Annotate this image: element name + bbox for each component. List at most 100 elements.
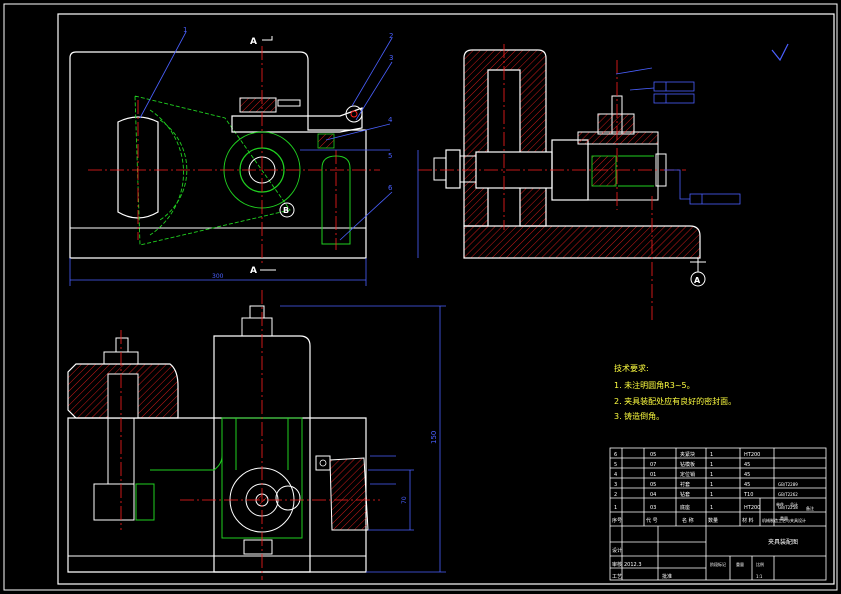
- part-3-code: 05: [650, 482, 656, 488]
- title-drawing-name: 夹具装配图: [768, 538, 798, 546]
- part-3-material: 45: [744, 482, 750, 488]
- plan-pin-block: [317, 133, 335, 149]
- tech-requirements: 技术要求: 1. 未注明圆角R3~5。 2. 夹具装配处应有良好的密封面。 3.…: [614, 363, 736, 421]
- part-5-code: 07: [650, 462, 656, 468]
- header-qty: 数量: [708, 517, 718, 524]
- plan-clamp-knurl: [239, 97, 277, 113]
- part-2-note: GB/T2262: [778, 492, 798, 497]
- part-6-material: HT200: [744, 452, 760, 458]
- part-1-code: 03: [650, 505, 656, 511]
- front-main-body: [67, 417, 367, 573]
- front-dim-bore-value: 70: [401, 496, 408, 504]
- leader-4: [325, 123, 391, 141]
- header-no: 序号: [612, 517, 622, 524]
- side-nut-left: [445, 149, 461, 189]
- part-1-qty: 1: [710, 505, 713, 511]
- balloon-1: 1: [183, 26, 187, 34]
- plan-pivot-inner: [350, 110, 358, 118]
- part-1-name: 底座: [680, 504, 690, 511]
- title-company: 机械制造工艺与夹具设计: [762, 517, 806, 523]
- side-hidden-bore: [591, 155, 617, 187]
- sheet-outer-border: [3, 3, 838, 591]
- detail-callout-label: B: [283, 206, 289, 215]
- part-5-no: 5: [614, 462, 617, 468]
- datum-label: A: [694, 276, 701, 285]
- part-2-no: 2: [614, 492, 617, 498]
- part-6-qty: 1: [710, 452, 713, 458]
- balloon-3: 3: [389, 54, 393, 62]
- front-left-post: [107, 373, 139, 419]
- part-5-material: 45: [744, 462, 750, 468]
- balloon-5: 5: [388, 152, 392, 160]
- row-check: 审核: [612, 561, 622, 568]
- front-left-foot: [93, 483, 135, 521]
- front-section-view: 150 70: [67, 290, 446, 580]
- header-name: 名 称: [682, 517, 694, 524]
- part-6-no: 6: [614, 452, 617, 458]
- part-4-code: 01: [650, 472, 656, 478]
- part-5-name: 钻模板: [680, 461, 695, 468]
- tol-leader-1: [629, 87, 655, 91]
- part-4-name: 定位销: [680, 471, 695, 478]
- part-1-no: 1: [614, 505, 617, 511]
- balloon-4: 4: [388, 116, 393, 124]
- tol-frame-1: [653, 81, 695, 92]
- side-bolt-end: [433, 157, 447, 181]
- title-block-frame: [609, 447, 827, 581]
- plan-hidden-arc-2: [149, 109, 184, 236]
- row-date: 2012.3: [624, 562, 642, 568]
- front-boss-outline: [213, 335, 311, 573]
- header-unit-weight: 单件: [776, 501, 784, 507]
- part-3-no: 3: [614, 482, 617, 488]
- front-right-pin-hole: [319, 459, 327, 467]
- balloon-6: 6: [388, 184, 393, 192]
- part-3-name: 衬套: [680, 481, 690, 488]
- row-approval: 批准: [662, 573, 672, 580]
- header-note: 备注: [806, 505, 814, 511]
- side-right-block: [587, 143, 659, 201]
- plan-view: A A B 300 1 2 3 4 5 6: [69, 26, 393, 286]
- tech-req-title: 技术要求:: [614, 363, 649, 373]
- part-1-note: GB/T2258: [778, 505, 798, 510]
- tol-frame-3: [689, 193, 741, 205]
- row-designer: 设计: [612, 547, 622, 554]
- front-bottom-nut: [243, 539, 273, 555]
- side-section-view: A: [417, 44, 741, 320]
- title-block-text: 6 05 夹紧块 1 HT200 5 07 钻模板 1 45 4 01 定位销 …: [612, 451, 814, 580]
- part-4-no: 4: [614, 472, 617, 478]
- plan-right-slot: [321, 155, 351, 245]
- section-label-top: A: [250, 37, 257, 47]
- title-block: [609, 447, 827, 581]
- title-scale-value: 1:1: [756, 574, 763, 579]
- side-body-hatched: [463, 49, 547, 227]
- header-total-weight: 总计: [790, 501, 798, 507]
- title-stage: 阶段标记: [710, 561, 726, 567]
- part-1-material: HT200: [744, 505, 760, 511]
- front-clamp-disc: [275, 485, 301, 511]
- section-arrow-top: [262, 36, 273, 41]
- row-craft: 工艺: [612, 574, 622, 580]
- section-label-bottom: A: [250, 266, 257, 276]
- detail-callout-circle: [279, 202, 295, 218]
- title-scale-label: 比例: [756, 561, 764, 567]
- leader-2: [351, 37, 393, 107]
- part-4-material: 45: [744, 472, 750, 478]
- part-2-code: 04: [650, 492, 656, 498]
- tech-req-item-2: 2. 夹具装配处应有良好的密封面。: [614, 396, 736, 406]
- part-2-qty: 1: [710, 492, 713, 498]
- header-code: 代 号: [646, 517, 658, 524]
- part-4-qty: 1: [710, 472, 713, 478]
- part-2-material: T10: [743, 492, 753, 498]
- front-right-pin: [315, 455, 331, 471]
- plan-pivot-outer: [345, 105, 363, 123]
- datum-circle: [690, 271, 706, 287]
- front-dim-height-value: 150: [430, 431, 438, 444]
- sheet-inner-frame: [57, 13, 835, 585]
- leader-1: [139, 31, 187, 119]
- part-6-name: 夹紧块: [680, 451, 695, 458]
- tol-frame-2: [653, 93, 695, 104]
- front-green-block: [135, 483, 155, 521]
- plan-clamp-arm: [231, 107, 363, 133]
- tech-req-item-1: 1. 未注明圆角R3~5。: [614, 380, 695, 390]
